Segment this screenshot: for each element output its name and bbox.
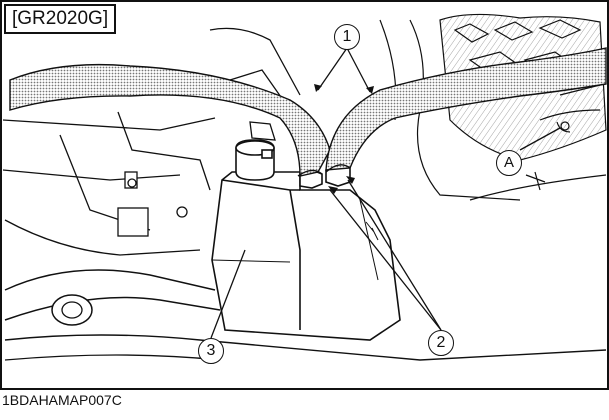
- reference-code: 1BDAHAMAP007C: [2, 392, 122, 408]
- breather-hoses: [9, 47, 607, 177]
- chassis-left: [2, 27, 607, 361]
- reservoir-tank: [211, 139, 401, 341]
- callout-point-a: A: [496, 150, 522, 176]
- callout-hoses: 1: [334, 24, 360, 50]
- model-tag: [GR2020G]: [4, 4, 117, 34]
- hose-clamps: [297, 164, 351, 177]
- callout-tank: 3: [198, 338, 224, 364]
- point-a-marker: [556, 121, 571, 133]
- leader-arrowheads: [314, 84, 374, 194]
- leader-lines: [210, 47, 561, 339]
- callout-clamps: 2: [428, 330, 454, 356]
